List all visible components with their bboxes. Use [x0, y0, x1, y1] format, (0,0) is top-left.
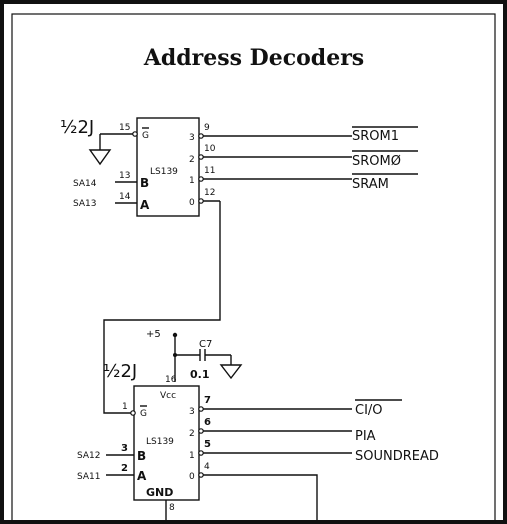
decoder2-output-1-bubble — [198, 450, 204, 456]
decoder2-vcc-pin: 16 — [165, 375, 177, 385]
decoder2-enable-label: G — [140, 409, 147, 419]
decoder1-output-1-internal: 1 — [189, 176, 195, 186]
decoder2-chip-type: LS139 — [146, 437, 174, 447]
decoder2-a-label: A — [137, 469, 147, 483]
decoder1-output-1-bubble — [198, 176, 204, 182]
decoder-interconnect-wire — [103, 201, 221, 414]
decoder2-output-3-pin: 7 — [204, 395, 211, 406]
decoder1-enable-label: G — [142, 131, 149, 141]
decoder2-output-0-wire — [203, 474, 318, 522]
decoder1-chip-body — [136, 117, 200, 217]
decoder1-output-0-bubble — [198, 198, 204, 204]
decoder1-output-3-pin: 9 — [204, 123, 210, 133]
decoder1-enable-pin: 15 — [119, 123, 130, 133]
decoder1-output-2-bubble — [198, 154, 204, 160]
decoder1-output-3-signal: SROM1 — [352, 129, 399, 144]
decoder2-output-1-signal: SOUNDREAD — [355, 449, 439, 464]
decoder1-b-label: B — [140, 176, 149, 190]
decoder1-output-3-internal: 3 — [189, 133, 195, 143]
decoder2-output-2-bubble — [198, 428, 204, 434]
decoder2-gnd-pin: 8 — [169, 503, 175, 513]
decoder1-output-2-signal: SROMØ — [352, 154, 401, 169]
decoder2-b-pin: 3 — [121, 443, 128, 454]
cap-c7-value: 0.1 — [190, 368, 210, 381]
decoder1-a-pin: 14 — [119, 192, 131, 202]
cap-ground-icon — [219, 364, 243, 380]
decoder2-output-2-signal: PIA — [355, 429, 376, 444]
decoder2-enable-bubble — [130, 410, 136, 416]
decoder2-output-1-internal: 1 — [189, 451, 195, 461]
decoder1-output-0-pin: 12 — [204, 188, 215, 198]
decoder1-output-3-bubble — [198, 133, 204, 139]
decoder1-ground-icon — [88, 149, 112, 166]
decoder2-output-0-internal: 0 — [189, 472, 195, 482]
decoder1-a-label: A — [140, 198, 150, 212]
decoder1-output-1-signal: SRAM — [352, 177, 389, 192]
decoder2-output-1-pin: 5 — [204, 439, 211, 450]
decoder2-enable-pin: 1 — [122, 402, 128, 412]
decoder1-output-1-pin: 11 — [204, 166, 215, 176]
decoder2-part-label: ½2J — [103, 361, 137, 382]
decoder1-output-2-pin: 10 — [204, 144, 216, 154]
decoder1-a-signal: SA13 — [73, 199, 97, 209]
decoder2-output-0: 0 4 — [189, 462, 318, 522]
decoder2-output-3: 3 7 CI/O — [189, 395, 402, 418]
cap-c7-name: C7 — [199, 339, 212, 350]
decoder1-output-2: 2 10 SROMØ — [189, 144, 418, 169]
decoder2-a-signal: SA11 — [77, 472, 101, 482]
decoder2-b-label: B — [137, 449, 146, 463]
decoder1-enable-bubble — [132, 131, 138, 137]
decoder2-vcc-label: Vcc — [160, 391, 176, 401]
diagram-title: Address Decoders — [143, 45, 364, 71]
decoder2-a-pin: 2 — [121, 463, 128, 474]
decoder1-output-0-internal: 0 — [189, 198, 195, 208]
decoder1-output-1: 1 11 SRAM — [189, 166, 418, 192]
decoder2-output-3-signal: CI/O — [355, 403, 383, 418]
decoder2-output-0-pin: 4 — [204, 462, 210, 472]
decoder2-output-3-bubble — [198, 406, 204, 412]
decoder1-output-2-internal: 2 — [189, 155, 195, 165]
power-supply-label: +5 — [146, 329, 161, 340]
decoder2-output-0-bubble — [198, 472, 204, 478]
decoder2-output-2-pin: 6 — [204, 417, 211, 428]
decoder2-output-2: 2 6 PIA — [189, 417, 376, 444]
decoder1-output-3: 3 9 SROM1 — [189, 123, 418, 144]
decoder1-b-pin: 13 — [119, 171, 130, 181]
decoder1-output-0: 0 12 — [189, 188, 220, 208]
frame-inner — [11, 13, 496, 523]
decoder2-gnd-label: GND — [146, 486, 173, 499]
decoder1-b-signal: SA14 — [73, 179, 97, 189]
decoder2-output-2-internal: 2 — [189, 429, 195, 439]
decoder2-output-3-internal: 3 — [189, 407, 195, 417]
decoder1-chip-type: LS139 — [150, 167, 178, 177]
decoder2-b-signal: SA12 — [77, 451, 101, 461]
decoder1-part-label: ½2J — [60, 117, 94, 138]
decoder2-output-1: 1 5 SOUNDREAD — [189, 439, 439, 464]
